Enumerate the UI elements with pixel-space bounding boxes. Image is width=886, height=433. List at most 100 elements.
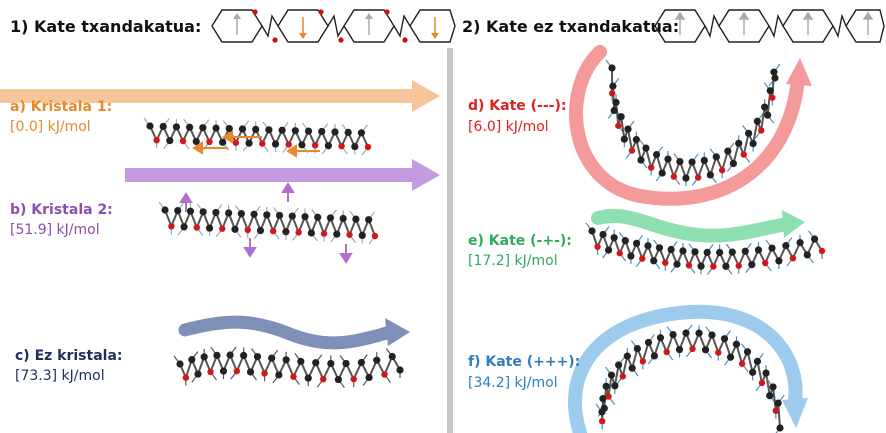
carbon-atom xyxy=(682,329,690,337)
oxygen-atom xyxy=(182,374,190,381)
carbon-atom xyxy=(716,248,724,257)
carbon-atom xyxy=(770,68,778,76)
oxygen-atom xyxy=(619,373,626,380)
label-a: a) Kristala 1: [0.0] kJ/mol xyxy=(10,99,112,135)
molecule-d xyxy=(605,59,781,187)
carbon-atom xyxy=(271,140,280,148)
oxygen-atom xyxy=(694,174,702,181)
carbon-atom xyxy=(682,174,690,182)
oxygen-atom xyxy=(320,230,328,237)
carbon-atom xyxy=(753,117,761,125)
carbon-atom xyxy=(240,351,248,360)
carbon-atom xyxy=(174,207,182,215)
oxygen-atom xyxy=(244,226,251,234)
carbon-atom xyxy=(771,74,779,82)
carbon-atom xyxy=(675,345,684,354)
bond xyxy=(760,106,766,131)
carbon-atom xyxy=(358,231,366,239)
carbon-atom xyxy=(212,208,220,217)
carbon-atom xyxy=(632,135,640,144)
carbon-atom xyxy=(632,239,641,247)
oxygen-atom xyxy=(758,379,766,387)
carbon-atom xyxy=(275,371,283,379)
oxygen-atom xyxy=(290,373,297,380)
carbon-atom xyxy=(342,359,350,368)
oxygen-atom xyxy=(594,243,601,250)
carbon-atom xyxy=(726,353,735,361)
bond xyxy=(772,386,777,411)
oxygen-atom xyxy=(381,371,388,378)
carbon-atom xyxy=(669,330,677,339)
carbon-atom xyxy=(192,137,200,146)
carbon-atom xyxy=(213,351,221,359)
oxygen-atom xyxy=(715,349,722,356)
oxygen-atom xyxy=(772,407,780,414)
svg-text:[73.3] kJ/mol: [73.3] kJ/mol xyxy=(15,368,105,384)
oxygen-atom xyxy=(261,370,268,377)
carbon-atom xyxy=(724,147,732,155)
svg-text:c) Ez kristala:: c) Ez kristala: xyxy=(15,348,123,364)
carbon-atom xyxy=(199,208,207,216)
carbon-atom xyxy=(637,156,645,164)
oxygen-atom xyxy=(259,140,266,147)
carbon-atom xyxy=(620,135,628,143)
carbon-atom xyxy=(697,262,705,270)
oxygen-atom xyxy=(689,345,696,353)
carbon-atom xyxy=(621,237,629,245)
carbon-atom xyxy=(735,139,743,147)
oxygen-atom xyxy=(762,259,769,267)
carbon-atom xyxy=(344,128,352,136)
carbon-atom xyxy=(250,210,258,218)
carbon-atom xyxy=(722,262,730,270)
label-f: f) Kate (+++): [34.2] kJ/mol xyxy=(468,354,580,391)
carbon-atom xyxy=(188,356,196,364)
carbon-atom xyxy=(754,246,763,254)
carbon-atom xyxy=(245,139,253,147)
carbon-atom xyxy=(796,239,804,247)
carbon-atom xyxy=(200,353,208,361)
carbon-atom xyxy=(226,351,234,359)
bond xyxy=(620,116,626,140)
non-alternating-chain-schematic xyxy=(654,9,885,43)
panel-divider xyxy=(447,48,453,433)
carbon-atom xyxy=(225,209,233,217)
oxygen-atom xyxy=(616,250,623,257)
bond xyxy=(607,374,613,397)
arrow-f xyxy=(568,304,808,433)
carbon-atom xyxy=(745,129,753,137)
carbon-atom xyxy=(691,248,699,256)
carbon-atom xyxy=(610,234,618,242)
arrow-c xyxy=(178,315,410,350)
carbon-atom xyxy=(749,139,757,148)
carbon-atom xyxy=(146,122,154,130)
carbon-atom xyxy=(288,212,296,220)
oxygen-atom xyxy=(269,227,277,235)
carbon-atom xyxy=(623,352,631,360)
carbon-atom xyxy=(588,227,596,235)
carbon-atom xyxy=(706,171,714,179)
carbon-atom xyxy=(658,169,666,177)
header-alternating-chain: 1) Kate txandakatua: xyxy=(10,17,201,36)
oxygen-atom xyxy=(598,417,606,425)
label-d: d) Kate (---): [6.0] kJ/mol xyxy=(468,98,566,135)
oxygen-atom xyxy=(285,141,292,148)
oxygen-atom xyxy=(350,375,357,383)
svg-text:[51.9] kJ/mol: [51.9] kJ/mol xyxy=(10,222,100,238)
svg-text:[17.2] kJ/mol: [17.2] kJ/mol xyxy=(468,253,558,269)
carbon-atom xyxy=(700,156,708,165)
oxygen-atom xyxy=(818,247,826,255)
carbon-atom xyxy=(219,138,227,146)
oxygen-atom xyxy=(364,143,372,151)
oxygen-atom xyxy=(685,262,693,269)
arrow-e xyxy=(591,208,805,243)
label-c: c) Ez kristala: [73.3] kJ/mol xyxy=(15,348,123,384)
bond xyxy=(626,128,633,151)
carbon-atom xyxy=(608,64,616,72)
carbon-atom xyxy=(600,404,608,412)
oxygen-atom xyxy=(757,127,765,134)
carbon-atom xyxy=(743,348,752,356)
non-alternating-orientation-arrows xyxy=(674,11,874,35)
oxygen-atom xyxy=(207,368,214,376)
carbon-atom xyxy=(282,228,290,236)
carbon-atom xyxy=(333,230,341,238)
